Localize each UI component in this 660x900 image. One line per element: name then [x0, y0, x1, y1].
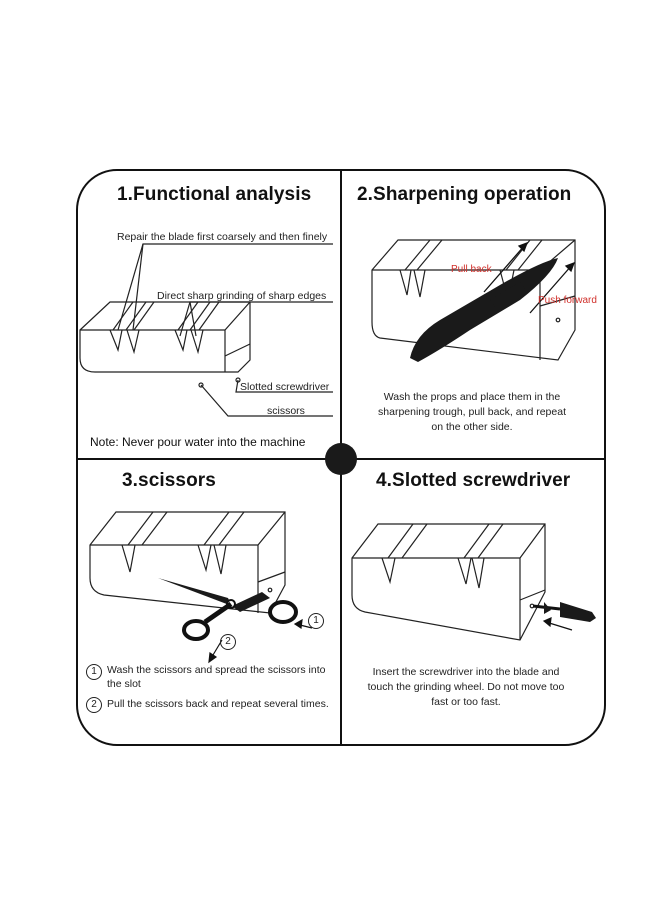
screwdriver-silhouette: [532, 602, 596, 622]
panel1-title: 1.Functional analysis: [117, 184, 312, 205]
step-1-number: 1: [86, 664, 102, 680]
scissors-silhouette: [158, 578, 298, 641]
label-repair-blade: Repair the blade first coarsely and then…: [117, 231, 328, 243]
step-1-text: Wash the scissors and spread the scissor…: [107, 664, 326, 690]
panel2-arrows: [483, 241, 576, 314]
label-pull-back: Pull back: [451, 264, 492, 275]
label-direct-grinding: Direct sharp grinding of sharp edges: [157, 290, 327, 302]
panel2-instructions: Wash the props and place them in the sha…: [378, 391, 566, 433]
step-2-number: 2: [86, 697, 102, 713]
panel3-title: 3.scissors: [122, 470, 216, 491]
knife-silhouette: [410, 258, 558, 362]
marker-2: 2: [220, 634, 236, 650]
label-scissors: scissors: [267, 405, 305, 417]
panel1-sharpener-drawing: [79, 243, 333, 417]
panel4-instructions: Insert the screwdriver into the blade an…: [367, 666, 565, 708]
panel4-sharpener-drawing: [351, 523, 546, 641]
label-push-forward: Push forward: [538, 295, 597, 306]
label-slotted-screwdriver: Slotted screwdriver: [240, 381, 330, 393]
panel3-sharpener-drawing: [89, 511, 286, 614]
panel4-title: 4.Slotted screwdriver: [376, 470, 571, 491]
water-warning-note: Note: Never pour water into the machine: [90, 435, 306, 449]
center-dot: [325, 443, 357, 475]
step-2-text: Pull the scissors back and repeat severa…: [107, 698, 329, 710]
panel2-title: 2.Sharpening operation: [357, 184, 572, 205]
marker-1: 1: [308, 613, 324, 629]
panel4-arrow: [542, 617, 573, 631]
